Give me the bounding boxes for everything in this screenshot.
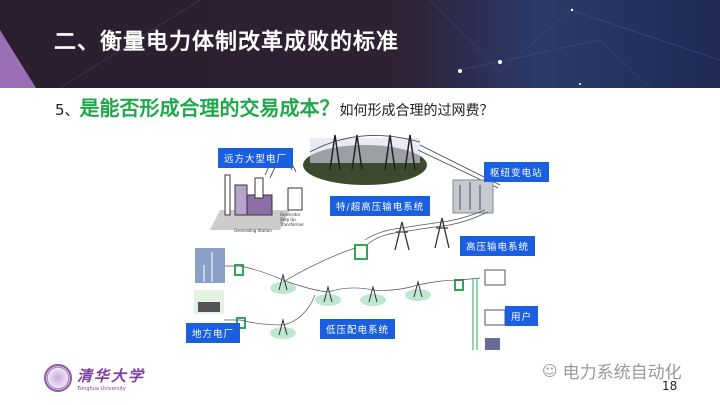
hub-substation-icon [452,179,494,214]
local-plant-icon [194,290,224,314]
label-local-plant: 地方电厂 [186,323,241,343]
caption-generating-station: Generating Station [234,228,272,233]
university-seal-icon [44,364,72,392]
question-number: 5、 [55,101,80,119]
wechat-icon: ☺ [542,361,558,380]
power-grid-illustration [194,134,506,350]
distribution-tower-icons [270,273,431,339]
label-user: 用户 [505,306,539,326]
question-subtext: 如何形成合理的过网费？ [339,103,494,119]
logo-chinese-name: 清华大学 [77,366,146,385]
label-uhv-system: 特/超高压输电系统 [330,196,431,216]
caption-step-up-transformer: Generator Step Up Transformer [280,212,305,227]
page-number: 18 [662,379,678,393]
tsinghua-logo: 清华大学 Tsinghua University [44,364,145,392]
logo-english-name: Tsinghua University [77,385,126,392]
accent-triangle [0,30,36,88]
watermark-text: 电力系统自动化 [562,363,682,383]
question-line: 5、 是能否形成合理的交易成本？ 如何形成合理的过网费？ [55,92,494,122]
generating-station-icon [210,174,290,230]
watermark: ☺ 电力系统自动化 [542,358,682,384]
uhv-towers-landscape-icon [303,134,427,185]
transformer-icons [234,244,464,329]
label-lv-system: 低压配电系统 [320,319,396,339]
title-bar: 二、衡量电力体制改革成败的标准 [0,0,720,88]
wind-farm-icon [195,248,225,283]
question-highlight: 是能否形成合理的交易成本？ [79,96,340,120]
power-system-diagram: 远方大型电厂 特/超高压输电系统 枢纽变电站 高压输电系统 用户 低压配电系统 … [180,130,560,355]
network-background-decoration [59,0,720,88]
slide-title: 二、衡量电力体制改革成败的标准 [54,30,400,55]
hv-tower-icon [394,217,450,251]
label-remote-plant: 远方大型电厂 [218,148,294,168]
label-hv-system: 高压输电系统 [460,236,536,256]
user-buildings-icon [472,269,506,350]
step-up-transformer-icon [287,187,303,211]
label-hub-substation: 枢纽变电站 [484,162,549,182]
